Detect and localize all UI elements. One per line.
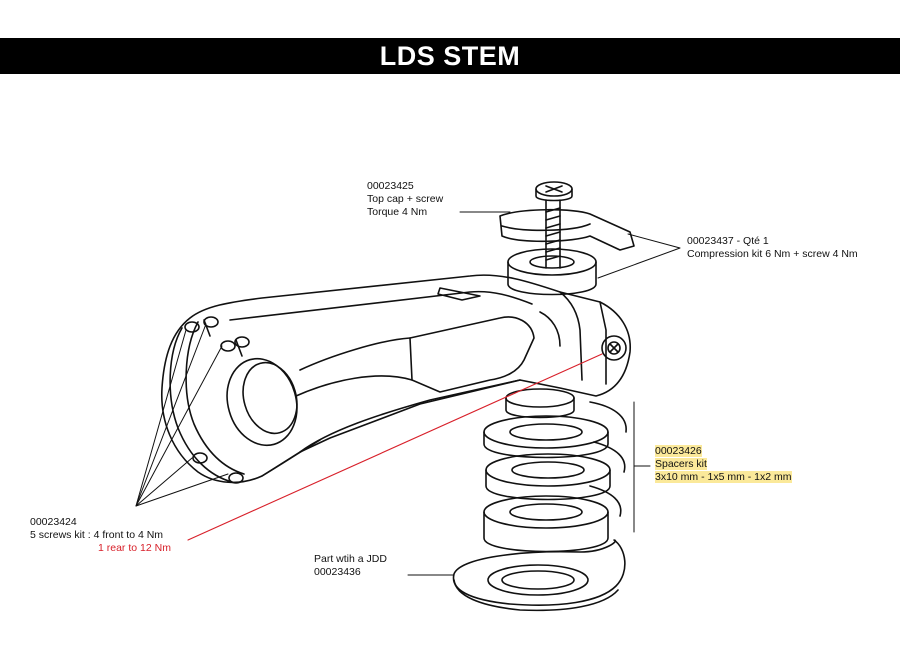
top-cap-label: 00023425 Top cap + screw Torque 4 Nm bbox=[367, 180, 443, 219]
screws-kit-code: 00023424 bbox=[30, 516, 77, 528]
compression-kit-label: 00023437 - Qté 1 Compression kit 6 Nm + … bbox=[687, 235, 858, 261]
page-title: LDS STEM bbox=[379, 40, 521, 71]
compression-kit-desc: Compression kit 6 Nm + screw 4 Nm bbox=[687, 248, 858, 260]
jdd-label: Part wtih a JDD 00023436 bbox=[314, 553, 387, 579]
jdd-base bbox=[452, 539, 626, 612]
spacers-kit-code: 00023426 bbox=[655, 445, 702, 457]
jdd-code: 00023436 bbox=[314, 566, 361, 578]
stem-body bbox=[161, 274, 631, 484]
top-cap-screw bbox=[499, 181, 635, 269]
leader-lines bbox=[135, 211, 681, 576]
screws-kit-rear: 1 rear to 12 Nm bbox=[98, 542, 171, 554]
rear-bolt bbox=[601, 335, 627, 361]
top-cap-name: Top cap + screw bbox=[367, 193, 444, 205]
screws-kit-label: 00023424 5 screws kit : 4 front to 4 Nm … bbox=[30, 516, 171, 555]
rear-bolt-leader bbox=[187, 353, 603, 541]
compression-ring bbox=[507, 248, 597, 296]
spacers-kit-sizes: 3x10 mm - 1x5 mm - 1x2 mm bbox=[655, 471, 792, 483]
title-bar: LDS STEM bbox=[0, 38, 900, 74]
compression-kit-code: 00023437 - Qté 1 bbox=[687, 235, 769, 247]
screws-kit-front: 5 screws kit : 4 front to 4 Nm bbox=[30, 529, 164, 541]
spacers-kit-label: 00023426 Spacers kit 3x10 mm - 1x5 mm - … bbox=[655, 445, 792, 484]
faceplate-bolts bbox=[184, 316, 250, 484]
top-cap-code: 00023425 bbox=[367, 180, 414, 192]
spacers-stack bbox=[483, 388, 627, 553]
spacers-kit-name: Spacers kit bbox=[655, 458, 707, 470]
top-cap-torque: Torque 4 Nm bbox=[367, 206, 428, 218]
jdd-name: Part wtih a JDD bbox=[314, 553, 387, 565]
